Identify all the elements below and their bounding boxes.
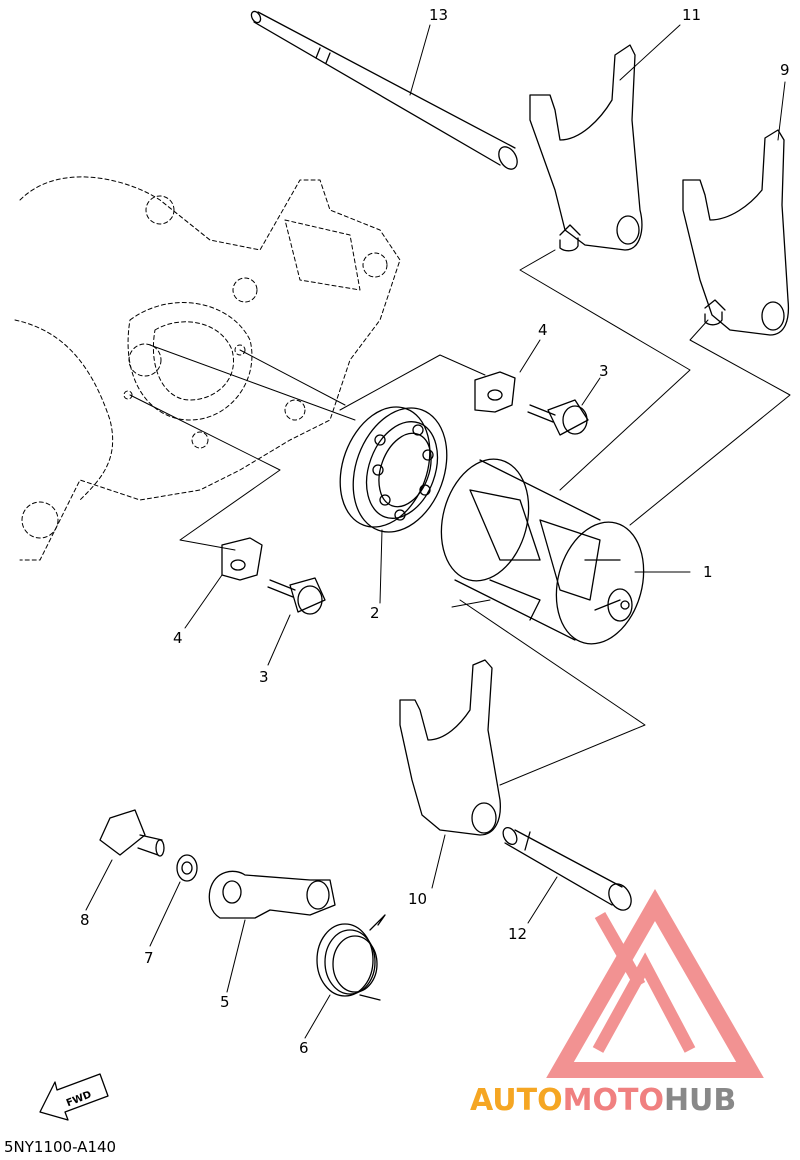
callout-11: 11 <box>682 6 701 24</box>
callout-2: 2 <box>370 604 380 622</box>
callout-10: 10 <box>408 890 427 908</box>
shift-fork-shaft <box>250 10 518 170</box>
shift-drum <box>440 458 645 645</box>
stopper-plate-upper <box>474 371 516 413</box>
torsion-spring <box>316 914 386 1001</box>
callout-3-upper: 3 <box>599 362 609 380</box>
watermark-hub: HUB <box>664 1083 736 1118</box>
callout-9: 9 <box>780 61 790 79</box>
callout-4-lower: 4 <box>173 629 183 647</box>
callout-12: 12 <box>508 925 527 943</box>
callout-7: 7 <box>144 949 154 967</box>
part-code: 5NY1100-A140 <box>4 1138 116 1156</box>
callout-13: 13 <box>429 6 448 24</box>
watermark-moto: MOTO <box>563 1083 664 1118</box>
stopper-lever <box>208 870 336 919</box>
guide-bar <box>502 826 632 911</box>
callout-leaders <box>85 24 786 1039</box>
callout-5: 5 <box>220 993 230 1011</box>
callout-6: 6 <box>299 1039 309 1057</box>
shift-fork-9 <box>682 129 790 336</box>
bolt-8 <box>99 809 165 857</box>
bearing <box>339 406 448 533</box>
crankcase-outline <box>14 176 401 561</box>
fwd-arrow-icon <box>39 1073 109 1121</box>
shift-fork-11 <box>529 44 643 252</box>
callout-4-upper: 4 <box>538 321 548 339</box>
shift-fork-10 <box>399 659 501 836</box>
watermark-text: AUTOMOTOHUB <box>470 1083 736 1118</box>
callout-3-lower: 3 <box>259 668 269 686</box>
washer-7 <box>176 854 198 882</box>
callout-labels: 1 2 3 3 4 4 5 6 7 8 9 10 11 12 13 <box>80 6 790 1057</box>
watermark-auto: AUTO <box>470 1083 563 1118</box>
bolt-lower <box>267 577 326 615</box>
callout-1: 1 <box>703 563 713 581</box>
stopper-plate-lower <box>221 537 263 581</box>
watermark-logo-icon <box>546 888 764 1078</box>
leader-lines <box>129 249 791 786</box>
bolt-upper <box>527 399 589 436</box>
callout-8: 8 <box>80 911 90 929</box>
